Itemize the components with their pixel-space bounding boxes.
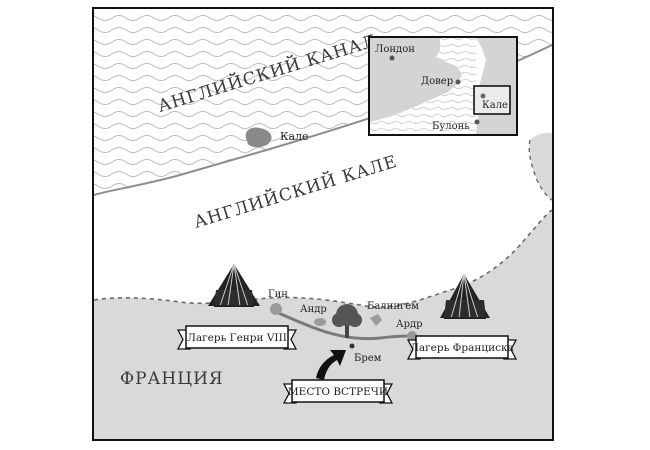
east-border: [528, 139, 553, 201]
ardr-marker: [407, 331, 417, 341]
inset-london-label: Лондон: [375, 44, 415, 55]
inset-calais-label: Кале: [482, 100, 508, 111]
inset-sea-east: [436, 38, 476, 134]
guines-label: Гин: [268, 289, 288, 300]
east-land: [529, 132, 552, 200]
ardr-label: Ардр: [396, 319, 423, 330]
meeting-place-banner: МЕСТО ВСТРЕЧИ: [282, 379, 394, 404]
henry-tent-icon: [208, 263, 260, 307]
henry-camp-banner: Лагерь Генри VIII: [176, 325, 298, 350]
inset-calais-dot: [480, 93, 486, 99]
inset-boulogne-dot: [474, 119, 480, 125]
inset-dover-dot: [455, 79, 461, 85]
brem-marker: [349, 343, 355, 349]
route-line: [273, 309, 411, 341]
henry-camp-label: Лагерь Генри VIII: [187, 332, 287, 344]
meeting-place-label: МЕСТО ВСТРЕЧИ: [288, 386, 388, 398]
calais-marker: [245, 127, 272, 148]
tree-icon: [332, 304, 362, 338]
guines-marker: [270, 303, 282, 315]
calais-label: Кале: [280, 130, 309, 143]
inset-dover-label: Довер: [421, 76, 453, 87]
balinghem-label: Балингем: [367, 301, 419, 312]
france-label: ФРАНЦИЯ: [120, 369, 224, 389]
francis-camp-label: Лагерь Франциска: [410, 342, 514, 354]
inset-london-dot: [389, 55, 395, 61]
inset-sea: [370, 74, 470, 134]
andr-marker: [314, 318, 326, 326]
inset-calais-box: [473, 85, 511, 115]
balinghem-marker: [370, 314, 382, 326]
inset-map: Кале Лондон Довер Булонь: [368, 36, 518, 136]
francis-camp-banner: Лагерь Франциска: [406, 335, 518, 360]
meeting-arrow-icon: [316, 350, 346, 380]
pale-border: [93, 209, 553, 308]
francis-tent-icon: [440, 273, 490, 319]
brem-label: Брем: [354, 353, 382, 364]
andr-label: Андр: [300, 304, 327, 315]
inset-boulogne-label: Булонь: [432, 121, 470, 132]
